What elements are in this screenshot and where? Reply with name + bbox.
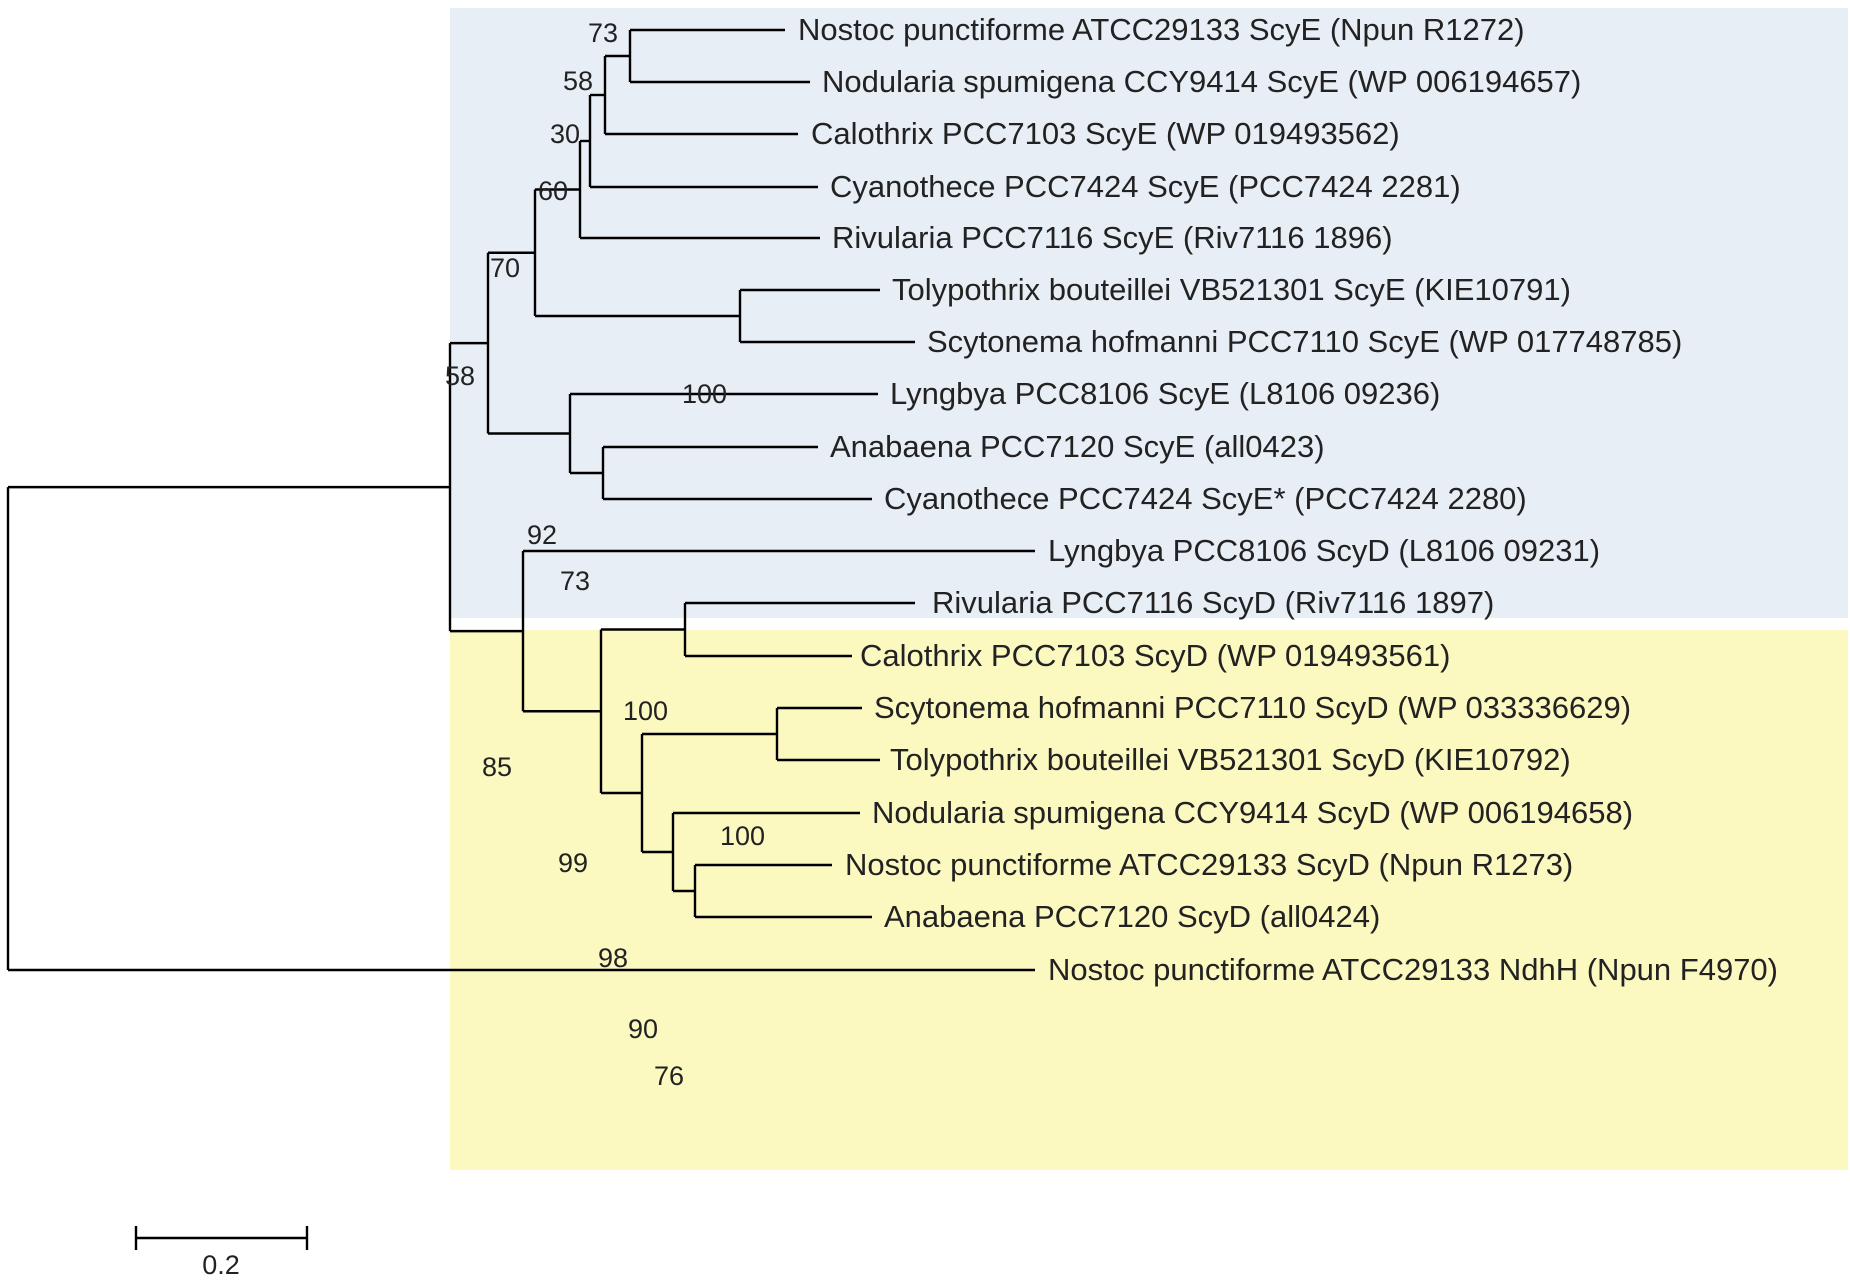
bootstrap-value: 98 [598, 943, 628, 973]
bootstrap-value: 85 [482, 752, 512, 782]
tree-branches [6, 28, 1035, 972]
bootstrap-value: 92 [527, 520, 557, 550]
bootstrap-value: 90 [628, 1014, 658, 1044]
bootstrap-value: 99 [558, 848, 588, 878]
bootstrap-value: 58 [563, 66, 593, 96]
tip-label: Tolypothrix bouteillei VB521301 ScyD (KI… [890, 742, 1571, 777]
tip-label: Scytonema hofmanni PCC7110 ScyD (WP 0333… [874, 690, 1631, 725]
bootstrap-value: 100 [623, 696, 668, 726]
tip-label: Nodularia spumigena CCY9414 ScyD (WP 006… [872, 795, 1633, 830]
tip-label: Lyngbya PCC8106 ScyD (L8106 09231) [1048, 533, 1600, 568]
tip-label: Calothrix PCC7103 ScyE (WP 019493562) [811, 116, 1400, 151]
tip-label: Cyanothece PCC7424 ScyE (PCC7424 2281) [830, 169, 1461, 204]
bootstrap-value: 100 [720, 821, 765, 851]
bootstrap-value: 30 [550, 119, 580, 149]
scale-bar: 0.2 [134, 1226, 309, 1280]
bootstrap-value: 73 [560, 566, 590, 596]
scale-bar-label: 0.2 [202, 1250, 240, 1280]
tip-label: Scytonema hofmanni PCC7110 ScyE (WP 0177… [927, 324, 1682, 359]
tip-label: Tolypothrix bouteillei VB521301 ScyE (KI… [892, 272, 1571, 307]
bootstrap-value: 73 [588, 18, 618, 48]
bootstrap-value: 76 [654, 1061, 684, 1091]
tip-labels: Nostoc punctiforme ATCC29133 ScyE (Npun … [798, 12, 1778, 987]
tip-label: Lyngbya PCC8106 ScyE (L8106 09236) [890, 376, 1440, 411]
bootstrap-value: 58 [445, 361, 475, 391]
tip-label: Nodularia spumigena CCY9414 ScyE (WP 006… [822, 64, 1581, 99]
scyd-clade-highlight [450, 630, 1848, 1170]
tip-label: Nostoc punctiforme ATCC29133 NdhH (Npun … [1048, 952, 1778, 987]
scye-clade-highlight [450, 8, 1848, 618]
tip-label: Anabaena PCC7120 ScyE (all0423) [830, 429, 1325, 464]
tip-label: Rivularia PCC7116 ScyD (Riv7116 1897) [932, 585, 1494, 620]
bootstrap-value: 60 [538, 176, 568, 206]
tip-label: Anabaena PCC7120 ScyD (all0424) [884, 899, 1380, 934]
tip-label: Calothrix PCC7103 ScyD (WP 019493561) [860, 638, 1450, 673]
tip-label: Nostoc punctiforme ATCC29133 ScyE (Npun … [798, 12, 1525, 47]
tip-label: Rivularia PCC7116 ScyE (Riv7116 1896) [832, 220, 1393, 255]
bootstrap-value: 70 [490, 253, 520, 283]
bootstrap-value: 100 [682, 379, 727, 409]
tip-label: Nostoc punctiforme ATCC29133 ScyD (Npun … [845, 847, 1573, 882]
tip-label: Cyanothece PCC7424 ScyE* (PCC7424 2280) [884, 481, 1527, 516]
